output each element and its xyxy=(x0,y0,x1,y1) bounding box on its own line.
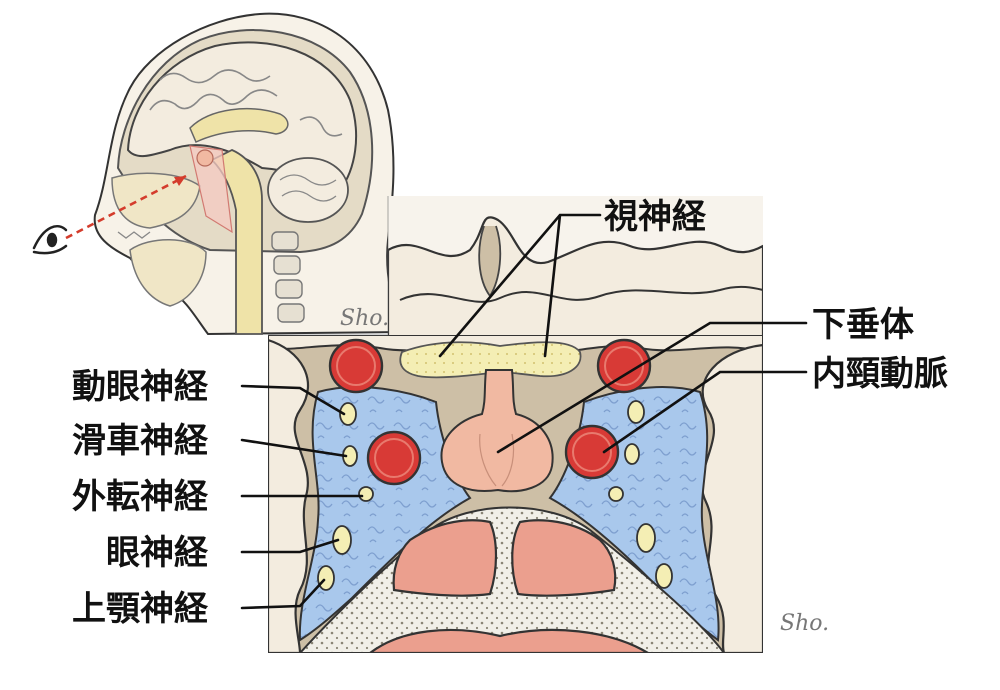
cerebellum xyxy=(267,157,349,223)
labels: 視神経 下垂体 内頸動脈 動眼神経 滑車神経 外転神経 眼神経 上顎神経 xyxy=(72,197,948,629)
label-oculomotor: 動眼神経 xyxy=(72,367,209,407)
oculomotor-nerve-left xyxy=(339,402,357,426)
sella-region-highlight xyxy=(189,145,233,234)
sphenoid-sinus-right xyxy=(511,519,617,597)
nasal-roof xyxy=(368,628,651,653)
sphenoid-bone xyxy=(298,506,726,653)
pituitary-gland xyxy=(440,369,554,493)
leader-internal-carotid xyxy=(602,370,808,454)
leader-oculomotor xyxy=(240,384,346,416)
head-sagittal-view: Sho. xyxy=(32,12,404,336)
label-optic-nerve: 視神経 xyxy=(604,197,707,237)
maxillary-nerve-left xyxy=(317,565,335,591)
abducens-nerve-left xyxy=(358,486,374,502)
cranial-nerves xyxy=(317,400,673,591)
label-abducens: 外転神経 xyxy=(72,477,209,517)
view-direction-arrow xyxy=(65,174,187,240)
ophthalmic-nerve-left xyxy=(332,525,352,555)
label-trochlear: 滑車神経 xyxy=(72,421,209,461)
label-pituitary: 下垂体 xyxy=(812,305,914,345)
nasal-cavity xyxy=(111,172,201,229)
label-ophthalmic: 眼神経 xyxy=(106,533,209,573)
vertebrae xyxy=(271,231,305,323)
leader-maxillary xyxy=(240,578,326,610)
tongue xyxy=(129,239,207,307)
leader-trochlear xyxy=(240,438,348,458)
sphenoid-sinus-left xyxy=(392,519,498,597)
arteries xyxy=(328,338,652,486)
leader-pituitary xyxy=(496,321,808,454)
head-signature: Sho. xyxy=(340,306,389,331)
artist-signature: Sho. xyxy=(780,611,829,636)
leader-lines xyxy=(240,213,808,610)
leader-optic-nerve xyxy=(438,213,602,358)
ventricle xyxy=(189,107,289,144)
label-maxillary: 上顎神経 xyxy=(72,589,209,629)
label-internal-carotid: 内頸動脈 xyxy=(812,354,948,394)
eye-icon xyxy=(32,225,68,255)
left-cavernous-sinus xyxy=(298,386,472,642)
leader-ophthalmic xyxy=(240,538,340,554)
